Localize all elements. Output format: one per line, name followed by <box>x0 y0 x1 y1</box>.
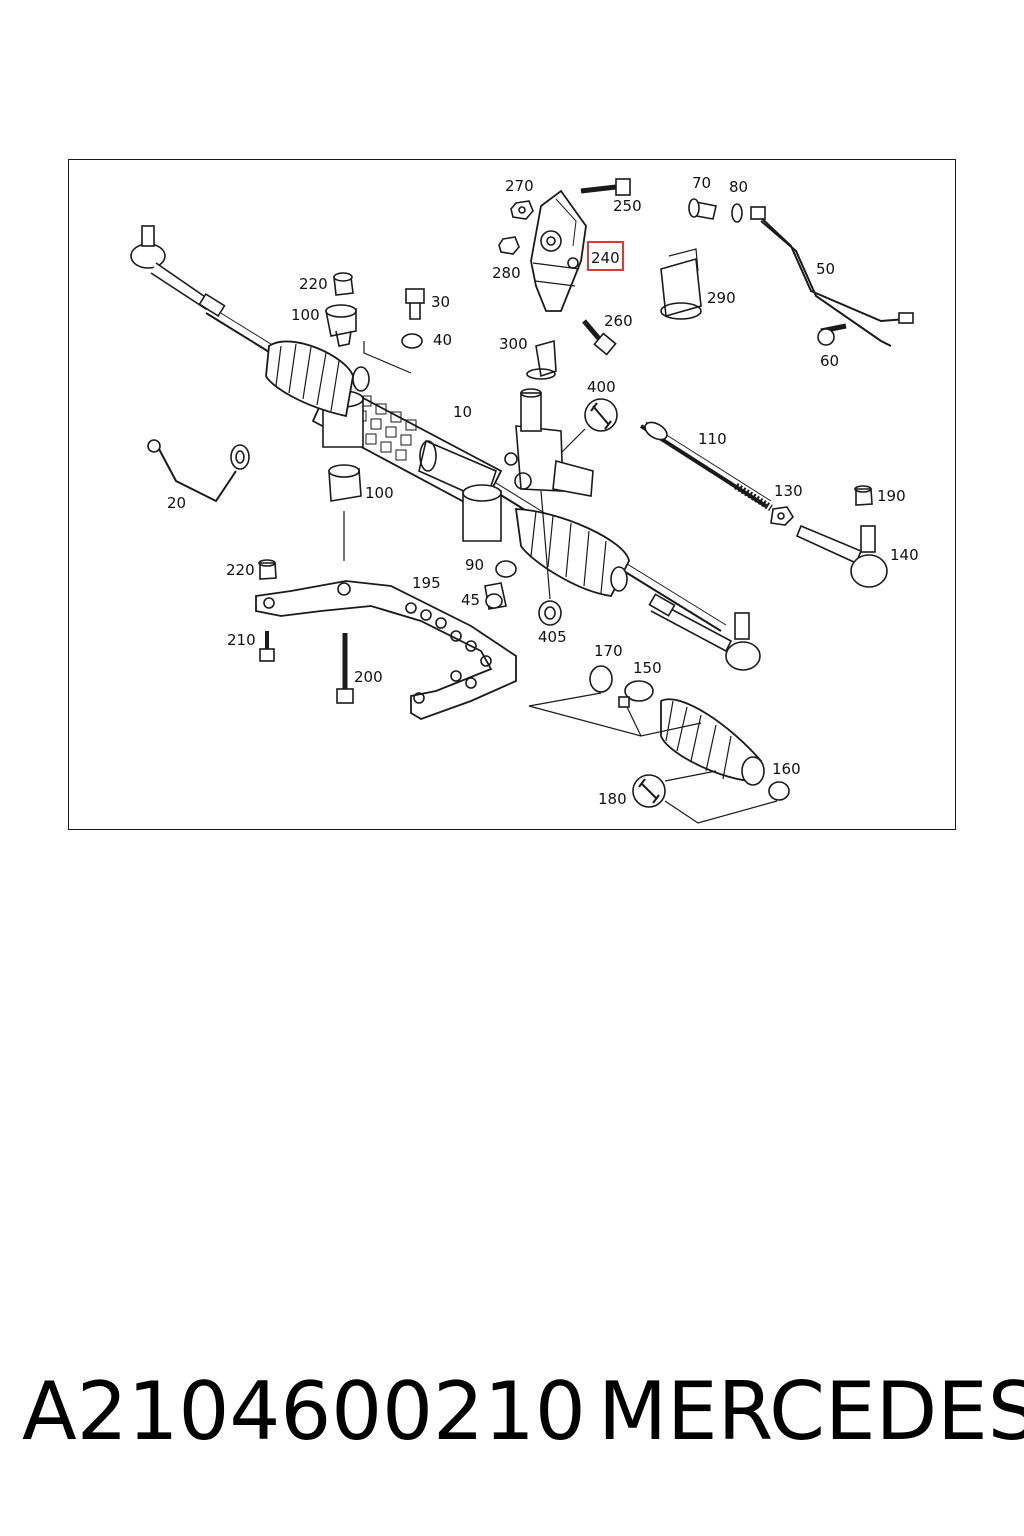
wrench-symbol-400 <box>560 398 618 454</box>
banjo-bolt-70 <box>688 198 717 220</box>
pressure-line-50 <box>750 206 914 347</box>
label-180: 180 <box>598 790 627 808</box>
part-number: A2104600210 <box>22 1365 586 1458</box>
label-270: 270 <box>505 177 534 195</box>
label-280: 280 <box>492 264 521 282</box>
nut-270 <box>510 200 534 220</box>
fitting-45 <box>484 582 507 610</box>
label-220-lower: 220 <box>226 561 255 579</box>
bolt-260 <box>582 319 617 356</box>
label-240: 240 <box>591 249 620 267</box>
steering-rack-exploded-diagram: 270 250 70 80 280 50 220 30 100 40 260 2… <box>130 174 919 824</box>
ring-90 <box>495 560 517 578</box>
label-20: 20 <box>167 494 186 512</box>
nut-220-lower <box>258 559 277 580</box>
bolt-250 <box>580 178 631 196</box>
label-80: 80 <box>729 178 748 196</box>
mount-100-top <box>325 304 357 347</box>
parts-diagram-frame: 270 250 70 80 280 50 220 30 100 40 260 2… <box>68 159 956 830</box>
clip-160 <box>768 781 790 801</box>
label-60: 60 <box>820 352 839 370</box>
left-boot <box>265 340 370 418</box>
nut-220-top <box>333 272 354 296</box>
boot-180 <box>660 698 765 786</box>
label-405: 405 <box>538 628 567 646</box>
label-300: 300 <box>499 335 528 353</box>
label-140: 140 <box>890 546 919 564</box>
label-100-top: 100 <box>291 306 320 324</box>
highlighted-part-240[interactable]: 240 <box>587 241 624 271</box>
label-195: 195 <box>412 574 441 592</box>
label-220-top: 220 <box>299 275 328 293</box>
label-160: 160 <box>772 760 801 778</box>
bolt-60 <box>817 323 847 346</box>
right-boot <box>514 508 630 597</box>
label-30: 30 <box>431 293 450 311</box>
sleeve-300 <box>526 339 557 380</box>
label-130: 130 <box>774 482 803 500</box>
label-50: 50 <box>816 260 835 278</box>
leader-line <box>363 341 412 374</box>
steering-coupling <box>530 189 587 312</box>
label-45: 45 <box>461 591 480 609</box>
hose-20 <box>147 439 250 503</box>
wrench-symbol-180 <box>632 774 666 808</box>
bolt-210 <box>259 631 275 662</box>
label-200: 200 <box>354 668 383 686</box>
o-ring-40 <box>401 333 423 349</box>
outer-tie-rod-end-140 <box>795 524 888 588</box>
label-290: 290 <box>707 289 736 307</box>
label-260: 260 <box>604 312 633 330</box>
label-40: 40 <box>433 331 452 349</box>
nut-130 <box>770 506 795 526</box>
label-190: 190 <box>877 487 906 505</box>
label-100-lower: 100 <box>365 484 394 502</box>
label-90: 90 <box>465 556 484 574</box>
label-10: 10 <box>453 403 472 421</box>
label-150: 150 <box>633 659 662 677</box>
brand-name: MERCEDES <box>598 1365 1024 1458</box>
clamp-150 <box>618 680 654 708</box>
plug-30 <box>405 288 425 320</box>
callout-labels: 270 250 70 80 280 50 220 30 100 40 260 2… <box>167 174 919 808</box>
bolt-200 <box>336 633 354 704</box>
label-110: 110 <box>698 430 727 448</box>
leader-lines-lower <box>528 692 778 824</box>
bracket-195 <box>255 580 517 720</box>
nut-280 <box>498 236 520 255</box>
label-250: 250 <box>613 197 642 215</box>
right-tie-rod-end <box>648 593 761 671</box>
inner-tie-rod-110 <box>639 421 773 511</box>
label-70: 70 <box>692 174 711 192</box>
steering-rack-housing <box>205 306 727 632</box>
left-tie-rod-end <box>130 225 226 318</box>
mount-100-lower <box>328 464 362 561</box>
label-170: 170 <box>594 642 623 660</box>
part-405 <box>538 490 562 626</box>
nut-190 <box>854 485 873 506</box>
label-210: 210 <box>227 631 256 649</box>
cover-290 <box>660 248 702 320</box>
highlight-box <box>587 241 624 271</box>
washer-80 <box>731 203 743 223</box>
ring-170 <box>589 665 613 693</box>
label-400: 400 <box>587 378 616 396</box>
